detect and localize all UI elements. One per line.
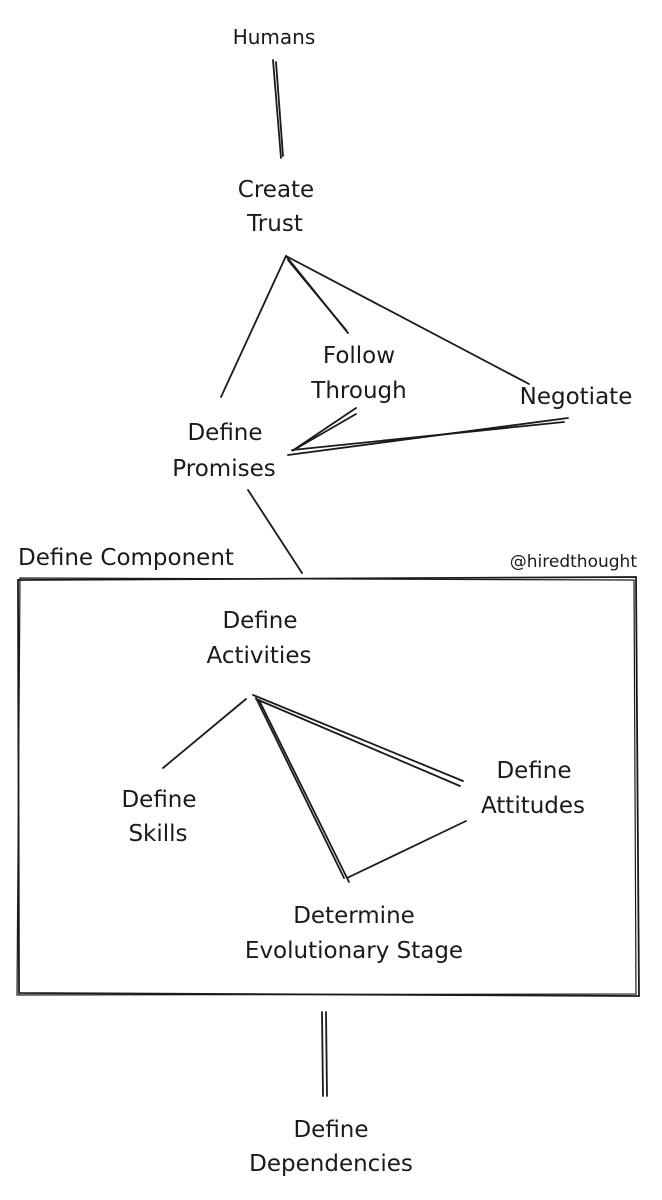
node-define-attitudes-line-1: Define (496, 758, 571, 784)
edge-activities-skills (162, 698, 247, 769)
component-label: Define Component (18, 545, 234, 571)
edges (162, 59, 569, 1097)
edge-activities-stage (255, 697, 345, 879)
edge-activities-attitudes-2 (255, 698, 461, 787)
edge-component-dependencies-2 (325, 1011, 328, 1097)
edge-create-trust-define-promises (220, 255, 287, 398)
component-frame-border (17, 576, 640, 997)
node-define-promises-line-2: Promises (172, 456, 275, 482)
edge-humans-create-trust-2 (275, 61, 284, 157)
edge-negotiate-define-promises-2 (291, 421, 565, 451)
edge-create-trust-negotiate (285, 255, 530, 385)
node-create-trust-line-1: Create (238, 177, 314, 203)
edge-component-dependencies (321, 1011, 324, 1097)
component-frame (16, 576, 640, 997)
node-define-skills-line-2: Skills (128, 821, 187, 847)
edge-humans-create-trust (272, 59, 282, 159)
nodes: Humans Create Trust Follow Through Negot… (18, 25, 637, 1177)
node-define-activities-line-2: Activities (207, 643, 312, 669)
node-define-attitudes-line-2: Attitudes (481, 793, 585, 819)
watermark: @hiredthought (510, 552, 638, 572)
edge-activities-stage-2 (258, 699, 350, 883)
edge-define-promises-component (247, 489, 303, 574)
node-define-skills-line-1: Define (121, 787, 196, 813)
node-define-dependencies-line-1: Define (293, 1117, 368, 1143)
component-frame-border-2 (16, 577, 637, 996)
node-determine-stage-line-2: Evolutionary Stage (245, 938, 463, 964)
node-humans-line-1: Humans (233, 25, 316, 49)
edge-attitudes-stage (346, 820, 467, 879)
edge-follow-through-define-promises (291, 407, 357, 452)
node-follow-through-line-2: Through (310, 378, 406, 404)
node-define-activities-line-1: Define (222, 608, 297, 634)
node-define-dependencies-line-2: Dependencies (249, 1151, 413, 1177)
node-negotiate-line-1: Negotiate (520, 384, 633, 410)
node-follow-through-line-1: Follow (323, 343, 395, 369)
edge-activities-attitudes (252, 694, 464, 782)
node-define-promises-line-1: Define (187, 420, 262, 446)
node-create-trust-line-2: Trust (246, 211, 303, 237)
edge-create-trust-follow-through-2 (287, 259, 347, 331)
node-determine-stage-line-1: Determine (293, 903, 415, 929)
